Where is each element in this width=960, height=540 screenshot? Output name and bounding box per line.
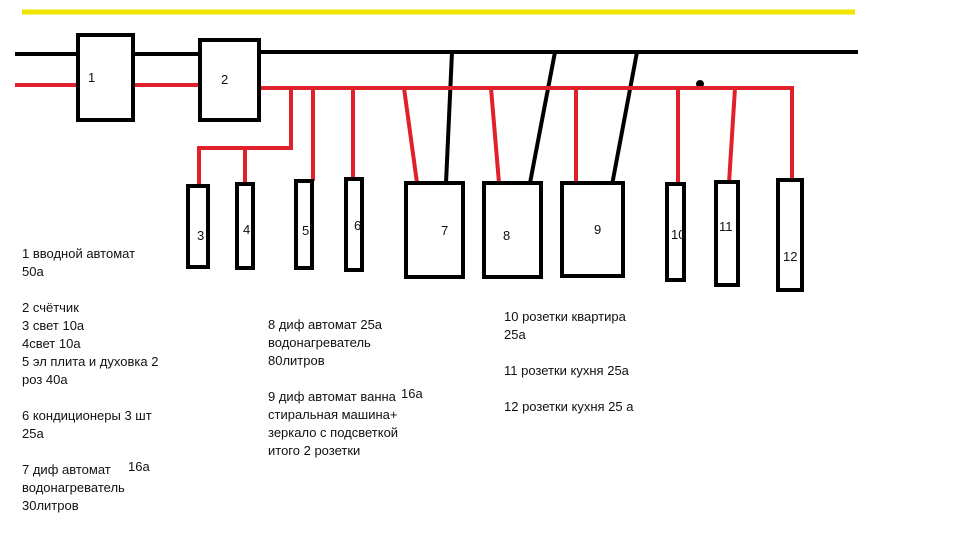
legend-line: 80литров: [268, 353, 325, 368]
box-label: 4: [243, 222, 250, 237]
legend-line: 30литров: [22, 498, 79, 513]
box-label: 8: [503, 228, 510, 243]
box-labels: 1 2 3 4 5 6 7 8 9 10 11 12: [88, 70, 797, 264]
box-label: 11: [719, 219, 733, 234]
legend-line: 50а: [22, 264, 44, 279]
box-1-main-breaker: [76, 33, 135, 122]
box-label: 12: [783, 249, 797, 264]
box-8: [482, 181, 543, 279]
box-label: 10: [671, 227, 685, 242]
legend-line: 7 диф автомат: [22, 462, 111, 477]
box-label: 7: [441, 223, 448, 238]
box-label: 2: [221, 72, 228, 87]
legend-line: 3 свет 10а: [22, 318, 85, 333]
box-9: [560, 181, 625, 278]
legend-line: 6 кондиционеры 3 шт: [22, 408, 152, 423]
legend-line: 10 розетки квартира: [504, 309, 626, 324]
box-12: [776, 178, 804, 292]
legend-line: водонагреватель: [22, 480, 125, 495]
box-label: 3: [197, 228, 204, 243]
legend-line: 12 розетки кухня 25 а: [504, 399, 634, 414]
legend-line: 9 диф автомат ванна: [268, 389, 396, 404]
legend-line: итого 2 розетки: [268, 443, 361, 458]
legend-line: 1 вводной автомат: [22, 246, 136, 261]
box-label: 1: [88, 70, 95, 85]
legend-line: водонагреватель: [268, 335, 371, 350]
legend-line: 25а: [504, 327, 526, 342]
legend-line: зеркало с подсветкой: [268, 425, 399, 440]
box-label: 9: [594, 222, 601, 237]
legend-line: 4свет 10а: [22, 336, 81, 351]
box-11: [714, 180, 740, 287]
box-label: 6: [354, 218, 361, 233]
legend-line: 5 эл плита и духовка 2: [22, 354, 159, 369]
legend-line: роз 40а: [22, 372, 68, 387]
box-5: [294, 179, 314, 270]
legend-line: 25а: [22, 426, 44, 441]
box-6: [344, 177, 364, 272]
neutral-wires: [15, 50, 858, 186]
legend-rating: 16а: [128, 459, 150, 474]
box-2-meter: [198, 38, 261, 122]
phase-wires: [15, 83, 794, 186]
box-7: [404, 181, 465, 279]
box-label: 5: [302, 223, 309, 238]
legend-line: 11 розетки кухня 25а: [504, 363, 629, 378]
box-4: [235, 182, 255, 270]
legend-line: стиральная машина+: [268, 407, 398, 422]
legend-rating: 16а: [401, 386, 423, 401]
box-3: [186, 184, 210, 269]
box-10: [665, 182, 686, 282]
legend-line: 8 диф автомат 25а: [268, 317, 383, 332]
legend-line: 2 счётчик: [22, 300, 79, 315]
